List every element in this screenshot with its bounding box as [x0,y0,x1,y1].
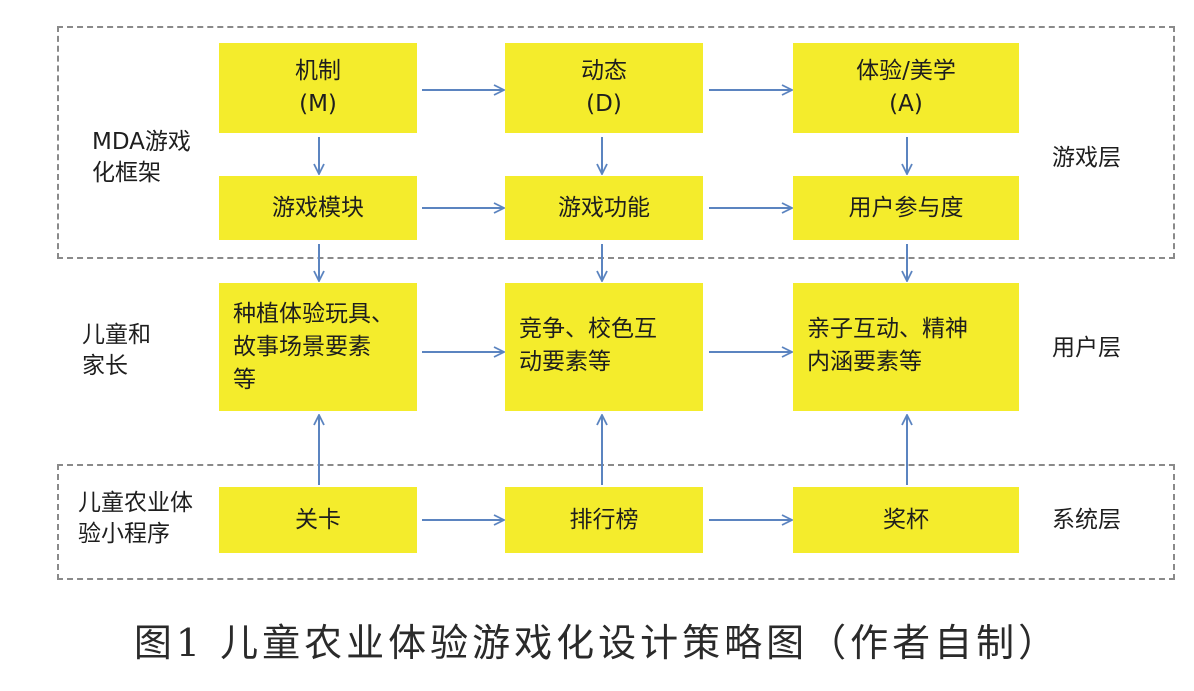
node-dynamics: 动态 (D) [505,43,703,133]
node-mechanics: 机制 (M) [219,43,417,133]
game-layer-frame [57,26,1175,259]
label-mda-framework: MDA游戏 化框架 [92,129,191,186]
system-layer-frame [57,464,1175,580]
label-mini-program: 儿童农业体 验小程序 [78,490,193,547]
node-leaderboard: 排行榜 [505,487,703,553]
label-game-layer: 游戏层 [1052,145,1121,171]
node-competition: 竞争、校色互 动要素等 [505,283,703,411]
label-user-layer: 用户层 [1052,335,1121,361]
node-game-function: 游戏功能 [505,176,703,240]
node-trophy: 奖杯 [793,487,1019,553]
label-system-layer: 系统层 [1052,507,1121,533]
label-children-parents: 儿童和 家长 [82,322,151,379]
node-user-engagement: 用户参与度 [793,176,1019,240]
node-game-module: 游戏模块 [219,176,417,240]
figure-caption: 图1 儿童农业体验游戏化设计策略图（作者自制） [133,621,1061,665]
node-parent-child: 亲子互动、精神 内涵要素等 [793,283,1019,411]
node-planting-toys: 种植体验玩具、 故事场景要素 等 [219,283,417,411]
node-level: 关卡 [219,487,417,553]
node-aesthetics: 体验/美学 (A) [793,43,1019,133]
